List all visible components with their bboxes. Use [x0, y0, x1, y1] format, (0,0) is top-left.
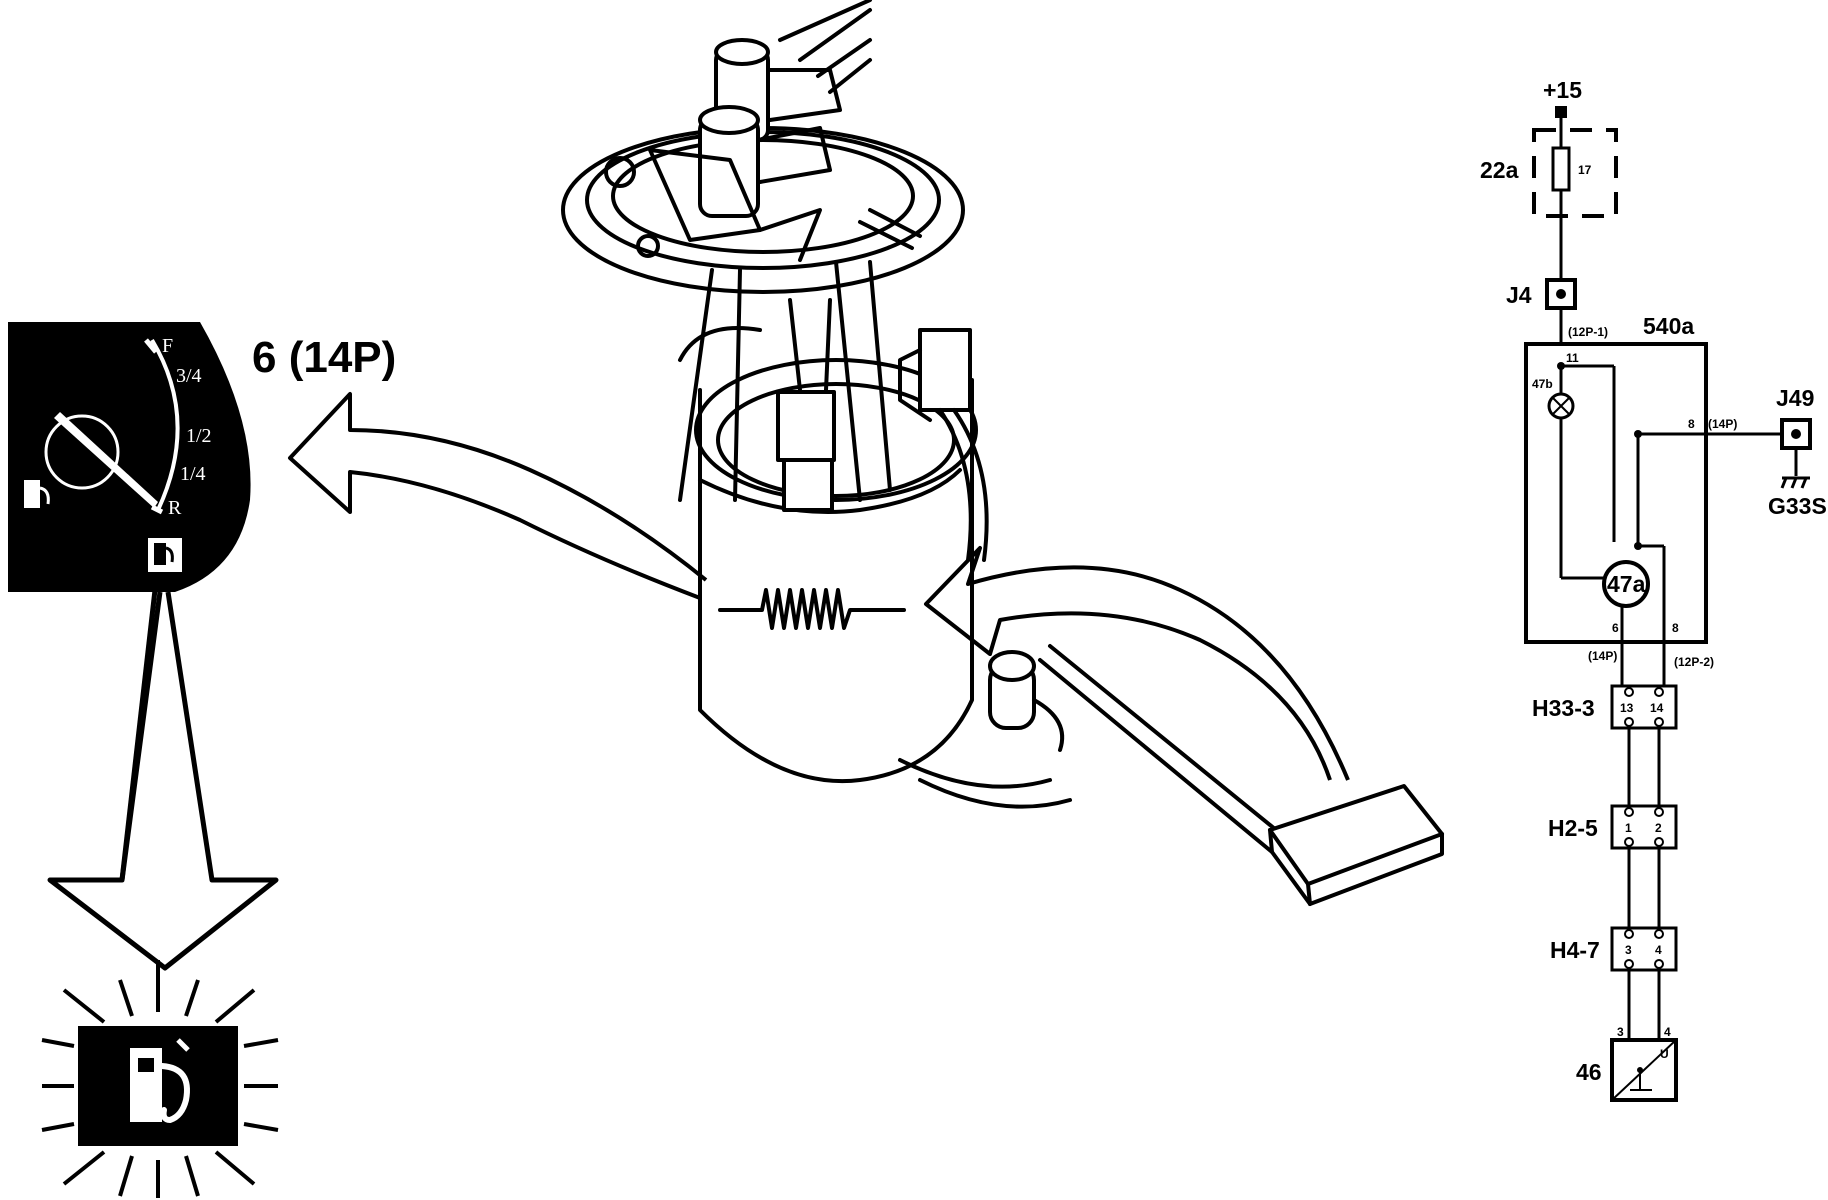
sender-pin-b: 4 [1664, 1025, 1671, 1039]
h2-pin-b: 2 [1655, 821, 1662, 835]
lamp-label: 47b [1532, 377, 1553, 391]
gauge-unit [1602, 560, 1650, 608]
instrument-label: 540a [1643, 313, 1694, 339]
arrow-left-icon [288, 392, 708, 600]
pin-8-top: 8 [1688, 417, 1695, 431]
connector-h33-3 [1610, 684, 1678, 730]
connector-j4-pin: (12P-1) [1568, 325, 1608, 339]
warning-lamp-icon [41, 960, 279, 1198]
connector-h33-3-label: H33-3 [1532, 695, 1595, 721]
h33-pin-a: 13 [1620, 701, 1634, 715]
gauge-dial-ring [44, 414, 120, 490]
wiring-diagram: +15 22a 17 J4 (12P-1) 540a 11 47b [1480, 77, 1827, 1102]
sender-level-icon [1630, 1067, 1652, 1091]
conn-12p-2: (12P-2) [1674, 655, 1714, 669]
pin-6: 6 [1612, 621, 1619, 635]
instrument-box [1524, 342, 1708, 644]
conn-14p-bottom: (14P) [1588, 649, 1617, 663]
h4-pin-a: 3 [1625, 943, 1632, 957]
callout-label: 6 (14P) [252, 333, 396, 382]
supply-label: +15 [1543, 77, 1582, 103]
conn-14p-right: (14P) [1708, 417, 1737, 431]
ground-label: G33S [1768, 493, 1827, 519]
gauge-background [8, 322, 251, 592]
connector-j49-label: J49 [1776, 385, 1814, 411]
gauge-mark-1-4: 1/4 [180, 463, 206, 485]
fuel-gauge-panel: F 3/4 1/2 1/4 R [8, 322, 251, 592]
sender-label: 46 [1576, 1059, 1602, 1085]
gauge-scale-arc [150, 338, 180, 511]
connector-h2-5-label: H2-5 [1548, 815, 1598, 841]
fuel-pump-unit [561, 0, 1444, 906]
gauge-mark-r: R [168, 497, 182, 519]
gauge-unit-label: 47a [1607, 571, 1646, 597]
supply-terminal [1555, 106, 1567, 118]
gauge-mark-1-2: 1/2 [186, 425, 212, 447]
arrow-curve-icon [924, 546, 1350, 781]
gauge-mark-f: F [162, 335, 173, 357]
gauge-needle [54, 412, 158, 508]
fuse-number: 17 [1578, 163, 1592, 177]
arrow-down-icon [47, 589, 279, 971]
fuse-element [1551, 146, 1571, 192]
fuse-box [1532, 128, 1618, 218]
sender-symbol: U [1660, 1047, 1669, 1061]
ground-icon [1780, 476, 1810, 489]
fuse-box-label: 22a [1480, 157, 1519, 183]
connector-j4-label: J4 [1506, 282, 1532, 308]
h4-pin-b: 4 [1655, 943, 1662, 957]
connector-h4-7 [1610, 926, 1678, 972]
h2-pin-a: 1 [1625, 821, 1632, 835]
gauge-mark-3-4: 3/4 [176, 365, 202, 387]
sender-pin-a: 3 [1617, 1025, 1624, 1039]
h33-pin-b: 14 [1650, 701, 1664, 715]
fuel-pump-icon [24, 480, 50, 508]
pin-8-bottom: 8 [1672, 621, 1679, 635]
connector-h4-7-label: H4-7 [1550, 937, 1600, 963]
pin-11: 11 [1566, 351, 1579, 365]
fuel-lamp-small-icon [148, 538, 182, 572]
connector-h2-5 [1610, 804, 1678, 850]
lamp-icon [1547, 392, 1575, 420]
